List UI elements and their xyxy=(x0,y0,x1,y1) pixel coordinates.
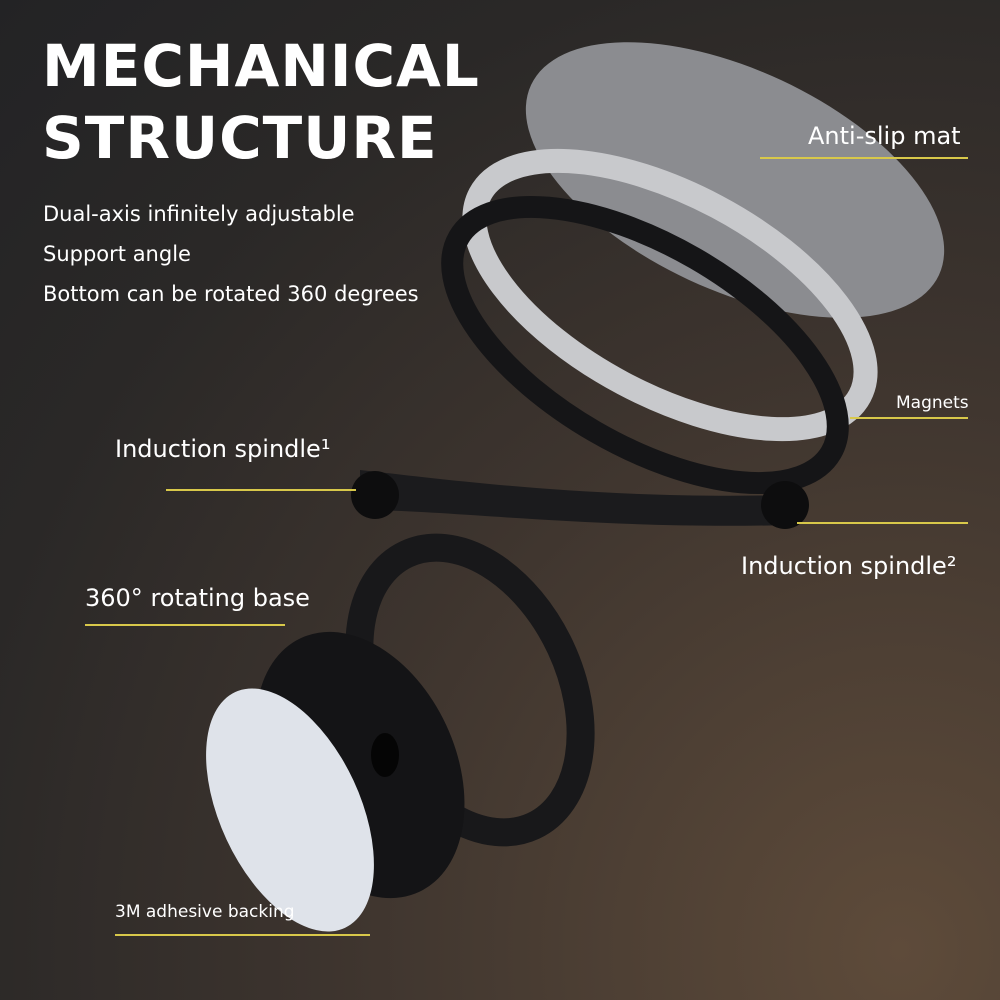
leader-line xyxy=(166,489,356,491)
title-line-2: STRUCTURE xyxy=(42,104,438,172)
leader-line xyxy=(760,157,968,159)
feature-item: Dual-axis infinitely adjustable xyxy=(43,202,355,226)
feature-item: Support angle xyxy=(43,242,191,266)
label-adhesive-backing: 3M adhesive backing xyxy=(115,902,295,922)
page-title: MECHANICAL STRUCTURE xyxy=(42,30,480,174)
arm-shape xyxy=(351,470,809,529)
label-rotating-base: 360° rotating base xyxy=(85,584,310,612)
anti-slip-mat-shape xyxy=(525,42,945,318)
label-anti-slip-mat: Anti-slip mat xyxy=(808,122,961,150)
label-magnets: Magnets xyxy=(896,393,969,413)
label-induction-spindle-1: Induction spindle¹ xyxy=(115,435,331,463)
leader-line xyxy=(115,934,370,936)
feature-item: Bottom can be rotated 360 degrees xyxy=(43,282,419,306)
magnet-ring-shape xyxy=(462,148,878,442)
adhesive-backing-shape xyxy=(206,688,374,932)
leader-line xyxy=(850,417,968,419)
holder-ring-shape xyxy=(441,195,849,495)
title-line-1: MECHANICAL xyxy=(42,32,480,100)
label-induction-spindle-2: Induction spindle² xyxy=(741,552,957,580)
leader-line xyxy=(797,522,968,524)
leader-line xyxy=(85,624,285,626)
